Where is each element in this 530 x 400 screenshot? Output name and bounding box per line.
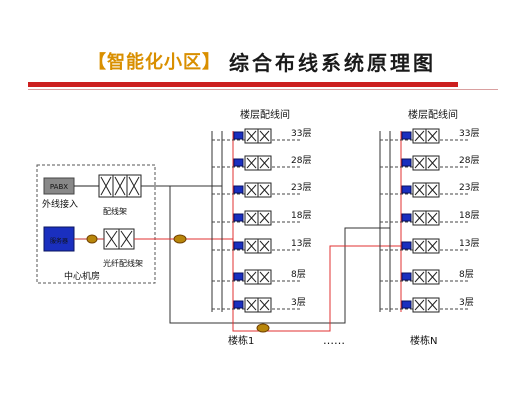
fiber-frame [103, 228, 135, 250]
building-name: 楼栋1 [228, 334, 254, 347]
switch-icon [233, 185, 244, 194]
switch-icon [401, 272, 412, 281]
fiber-frame-label: 光纤配线架 [103, 258, 143, 268]
floor-row: 28层 [212, 155, 311, 171]
copper-trunk [141, 185, 390, 324]
floor-label: 23层 [291, 182, 311, 193]
floor-label: 13层 [459, 238, 479, 249]
patch-panel-cross [414, 212, 438, 224]
floor-label: 23层 [459, 182, 479, 193]
patch-panel-cross [246, 157, 270, 169]
fiber-coupler-icon [256, 323, 270, 333]
title-bracket: 【智能化小区】 [88, 52, 221, 73]
center-room-border [36, 164, 156, 284]
switch-icon [401, 131, 412, 140]
fiber-coupler-icon [173, 234, 187, 244]
title-underline-thin [28, 89, 498, 90]
patch-panel-cross [414, 130, 438, 142]
patch-panel-cross [414, 299, 438, 311]
floor-label: 3层 [459, 297, 474, 308]
patch-panel-cross [246, 271, 270, 283]
trunk-lines [134, 185, 401, 333]
server-label: 服务器 [50, 237, 68, 245]
switch-icon [401, 213, 412, 222]
patch-panel-cross [414, 271, 438, 283]
patch-panel-cross [414, 184, 438, 196]
floor-label: 18层 [459, 210, 479, 221]
floor-label: 33层 [459, 128, 479, 139]
center-room: PABX 外线接入 配线架 服务器 光纤配线架 中心机房 [36, 164, 156, 284]
floor-row: 33层 [212, 128, 311, 144]
patch-panel-cross [414, 240, 438, 252]
title-underline [28, 82, 458, 87]
patch-panel-cross [246, 299, 270, 311]
floor-label: 8层 [459, 269, 474, 280]
building-name: 楼栋N [410, 334, 437, 347]
floor-label: 18层 [291, 210, 311, 221]
patch-panel-cross [246, 130, 270, 142]
switch-icon [233, 158, 244, 167]
floor-label: 8层 [291, 269, 306, 280]
title-row: 【智能化小区】 综合布线系统原理图 [88, 44, 436, 78]
switch-icon [233, 241, 244, 250]
floor-row: 13层 [212, 238, 311, 254]
switch-icon [233, 131, 244, 140]
server-box [43, 226, 75, 252]
switch-icon [401, 300, 412, 309]
patch-panel-cross [246, 212, 270, 224]
switch-icon [401, 241, 412, 250]
switch-icon [233, 300, 244, 309]
center-room-label: 中心机房 [64, 270, 100, 282]
floor-label: 28层 [459, 155, 479, 166]
title-bar: 【智能化小区】 综合布线系统原理图 [0, 0, 530, 100]
floor-row: 23层 [380, 182, 479, 198]
outer-line-label: 外线接入 [42, 198, 78, 210]
floor-row: 8层 [380, 269, 474, 285]
floor-row: 3层 [380, 297, 474, 313]
switch-icon [233, 272, 244, 281]
switch-icon [401, 158, 412, 167]
floor-label: 33层 [291, 128, 311, 139]
floor-row: 23层 [212, 182, 311, 198]
floor-wiring-room-header: 楼层配线间 [240, 108, 290, 121]
floor-row: 13层 [380, 238, 479, 254]
switch-icon [401, 185, 412, 194]
patch-frame [98, 174, 142, 198]
floor-row: 18层 [212, 210, 311, 226]
pabx-label: PABX [50, 183, 68, 191]
buildings: 楼层配线间33层28层23层18层13层8层3层楼栋1楼层配线间33层28层23… [211, 108, 479, 347]
floor-label: 13层 [291, 238, 311, 249]
patch-panel-cross [246, 240, 270, 252]
page-title: 综合布线系统原理图 [229, 50, 436, 75]
switch-icon [233, 213, 244, 222]
floor-row: 8层 [212, 269, 306, 285]
floor-label: 3层 [291, 297, 306, 308]
fiber-coupler-icon [86, 234, 98, 244]
patch-panel-cross [246, 184, 270, 196]
floor-row: 28层 [380, 155, 479, 171]
floor-label: 28层 [291, 155, 311, 166]
patch-panel-cross [414, 157, 438, 169]
floor-row: 18层 [380, 210, 479, 226]
floor-row: 3层 [212, 297, 306, 313]
patch-frame-label: 配线架 [103, 206, 127, 216]
ellipsis: …… [323, 334, 345, 347]
floor-wiring-room-header: 楼层配线间 [408, 108, 458, 121]
floor-row: 33层 [380, 128, 479, 144]
